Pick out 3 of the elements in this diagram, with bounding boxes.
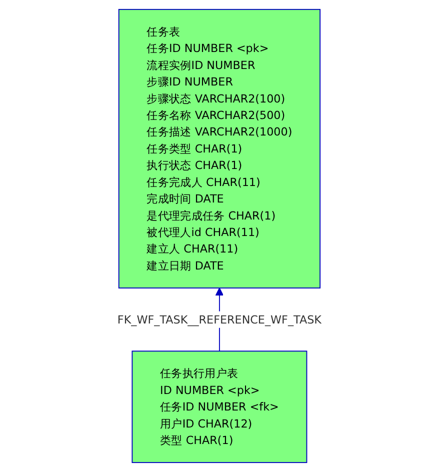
node-box: 任务执行用户表 ID NUMBER <pk> 任务ID NUMBER <fk> 用户ID CHAR(12) 类型 CHAR(1) [132, 350, 308, 464]
edge-label: FK_WF_TASK__REFERENCE_WF_TASK [117, 313, 322, 326]
node-box: 任务表 任务ID NUMBER <pk> 流程实例ID NUMBER 步骤ID NUMBER 步骤状态 VARCHAR2(100) 任务名称 VARCHAR2(500) 任务描述 VARCHAR2(1000) 任务类型 CHAR(1) 执行状态 CHAR(1) 任务完成人 CHAR(11) 完成时间 DATE 是代理完成任务 CHAR(1) 被代理人id CHAR(11) 建立人 CHAR(11) 建立日期 DATE [118, 8, 321, 288]
